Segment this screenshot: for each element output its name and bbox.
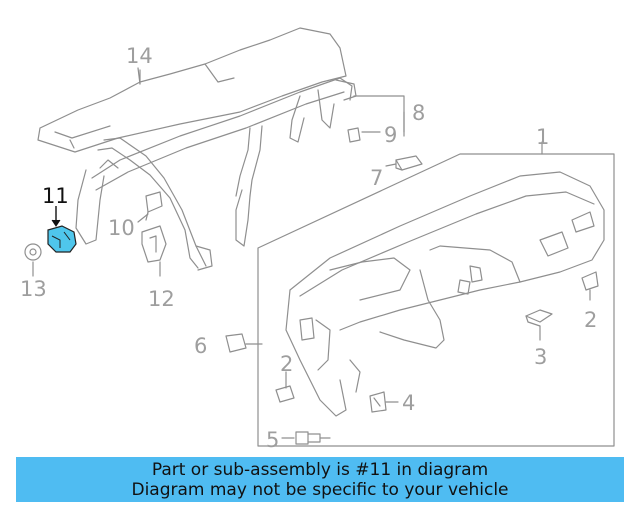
steering-support-beam <box>75 77 357 271</box>
bolt-5 <box>295 431 331 445</box>
callout-8: 8 <box>412 101 426 125</box>
bracket-6 <box>225 333 247 353</box>
callout-12: 12 <box>148 287 175 311</box>
bracket-2-right <box>581 271 599 291</box>
callout-6: 6 <box>194 334 208 358</box>
bracket-3 <box>525 309 553 327</box>
instrument-panel-1 <box>257 153 615 447</box>
callout-2-left: 2 <box>280 352 294 376</box>
callout-5: 5 <box>266 428 280 452</box>
leader-lines <box>32 69 591 439</box>
bracket-10 <box>145 191 163 221</box>
bracket-9 <box>347 127 361 143</box>
bracket-7 <box>395 155 423 171</box>
callout-10: 10 <box>108 216 135 240</box>
bracket-4 <box>369 391 387 413</box>
callout-1: 1 <box>536 125 550 149</box>
callout-11: 11 <box>42 184 69 208</box>
info-banner: Part or sub-assembly is #11 in diagram D… <box>16 457 624 502</box>
callout-13: 13 <box>20 277 47 301</box>
banner-line-2: Diagram may not be specific to your vehi… <box>131 479 509 500</box>
callout-3: 3 <box>534 345 548 369</box>
callout-9: 9 <box>384 123 398 147</box>
callout-14: 14 <box>126 44 153 68</box>
highlighted-part-11 <box>47 206 77 253</box>
callout-4: 4 <box>402 391 416 415</box>
banner-line-1: Part or sub-assembly is #11 in diagram <box>151 459 489 480</box>
bracket-2-left <box>275 385 295 403</box>
grommet-13 <box>24 243 42 261</box>
bracket-12 <box>141 225 167 263</box>
callout-2-right: 2 <box>584 308 598 332</box>
callout-7: 7 <box>370 166 384 190</box>
reinforcement-plate-14 <box>37 27 347 153</box>
